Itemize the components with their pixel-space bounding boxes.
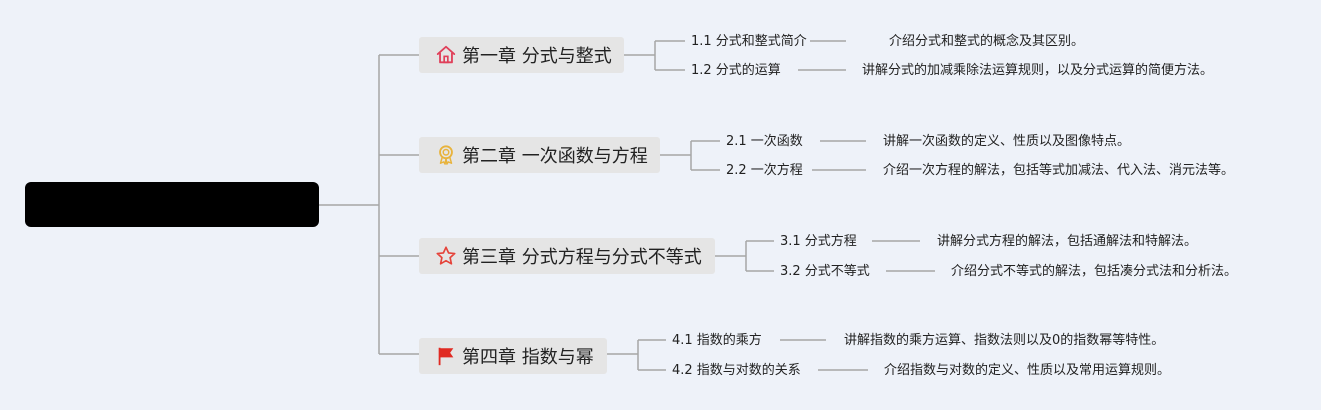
topic-3-2[interactable]: 3.2 分式不等式 [780,264,870,279]
topic-4-1[interactable]: 4.1 指数的乘方 [672,333,762,348]
chapter-4-node[interactable]: 第四章 指数与幂 [419,338,607,374]
topic-2-1-desc[interactable]: 讲解一次函数的定义、性质以及图像特点。 [883,134,1131,149]
flag-icon [435,345,457,367]
topic-2-1[interactable]: 2.1 一次函数 [726,134,803,149]
topic-4-2-desc[interactable]: 介绍指数与对数的定义、性质以及常用运算规则。 [884,363,1171,378]
chapter-3-node[interactable]: 第三章 分式方程与分式不等式 [419,238,715,274]
chapter-1-title: 第一章 分式与整式 [462,46,612,67]
chapter-4-title: 第四章 指数与幂 [462,347,594,368]
award-icon [435,144,457,166]
topic-1-1[interactable]: 1.1 分式和整式简介 [691,34,807,49]
topic-3-1[interactable]: 3.1 分式方程 [780,234,857,249]
topic-3-1-desc[interactable]: 讲解分式方程的解法，包括通解法和特解法。 [937,234,1198,249]
topic-4-1-desc[interactable]: 讲解指数的乘方运算、指数法则以及0的指数幂等特性。 [844,333,1165,348]
topic-2-2-desc[interactable]: 介绍一次方程的解法，包括等式加减法、代入法、消元法等。 [883,163,1235,178]
topic-2-2[interactable]: 2.2 一次方程 [726,163,803,178]
topic-1-2[interactable]: 1.2 分式的运算 [691,63,781,78]
chapter-2-node[interactable]: 第二章 一次函数与方程 [419,137,660,173]
home-icon [435,44,457,66]
topic-4-2[interactable]: 4.2 指数与对数的关系 [672,363,801,378]
chapter-1-node[interactable]: 第一章 分式与整式 [419,37,624,73]
root-node[interactable] [25,182,319,227]
topic-1-2-desc[interactable]: 讲解分式的加减乘除法运算规则，以及分式运算的简便方法。 [862,63,1214,78]
chapter-3-title: 第三章 分式方程与分式不等式 [462,247,702,268]
star-icon [435,245,457,267]
topic-1-1-desc[interactable]: 介绍分式和整式的概念及其区别。 [889,34,1085,49]
topic-3-2-desc[interactable]: 介绍分式不等式的解法，包括凑分式法和分析法。 [951,264,1238,279]
chapter-2-title: 第二章 一次函数与方程 [462,146,648,167]
